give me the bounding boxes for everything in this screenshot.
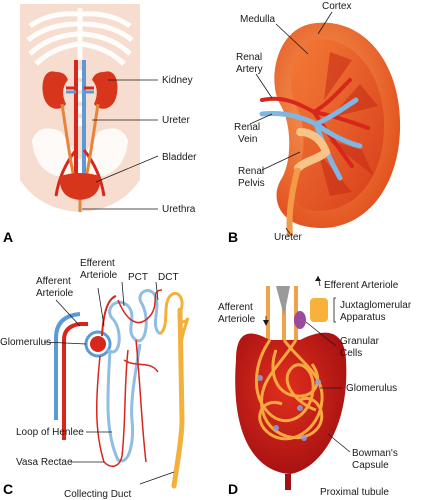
label-juxtaglomerular-2: Apparatus — [340, 312, 386, 323]
macula-densa-shape — [276, 286, 290, 316]
label-efferent-arteriole-d: Efferent Arteriole — [324, 280, 399, 291]
label-afferent-arteriole-d-2: Arteriole — [218, 314, 256, 325]
bladder-shape — [59, 173, 101, 200]
label-afferent-arteriole-d-1: Afferent — [218, 302, 253, 313]
panel-b: Cortex Medulla Renal Artery Renal Vein R… — [228, 1, 401, 245]
renal-artery-shape — [260, 78, 370, 168]
vasa-rectae-vessels — [95, 339, 147, 467]
label-juxtaglomerular-1: Juxtaglomerular — [340, 300, 412, 311]
label-bladder: Bladder — [162, 152, 197, 163]
bowmans-capsule-shape — [235, 332, 347, 474]
label-vasa-rectae: Vasa Rectae — [16, 457, 73, 468]
label-efferent-arteriole-1: Efferent — [80, 258, 115, 269]
label-glomerulus-d: Glomerulus — [346, 383, 397, 394]
glomerulus-shape — [90, 336, 106, 352]
label-glomerulus-c: Glomerulus — [0, 337, 51, 348]
label-proximal-tubule: Proximal tubule — [320, 487, 389, 498]
label-renal-artery-2: Artery — [236, 64, 263, 75]
granular-cells-shape — [294, 311, 306, 329]
label-ureter: Ureter — [162, 115, 190, 126]
left-kidney — [42, 71, 68, 109]
panel-c: Efferent Arteriole Afferent Arteriole PC… — [0, 258, 190, 500]
label-afferent-arteriole-c-1: Afferent — [36, 276, 71, 287]
ribcage — [26, 8, 134, 66]
afferent-vessel-shape — [62, 322, 88, 440]
label-kidney: Kidney — [162, 75, 193, 86]
loop-of-henlee-tubule — [106, 343, 142, 463]
label-loop-of-henlee: Loop of Henlee — [16, 427, 84, 438]
ureters — [60, 103, 100, 179]
label-pct: PCT — [128, 272, 148, 283]
label-ureter-b: Ureter — [274, 232, 302, 243]
renal-pelvis-shape — [294, 128, 331, 172]
label-renal-pelvis-2: Pelvis — [238, 178, 265, 189]
label-granular-cells-2: Cells — [340, 348, 362, 359]
label-cortex: Cortex — [322, 1, 351, 12]
panel-d: Efferent Arteriole Afferent Arteriole Ju… — [218, 275, 412, 498]
label-renal-vein-2: Vein — [238, 134, 257, 145]
glomerular-tuft — [254, 339, 324, 441]
kidney-medulla — [290, 39, 385, 211]
podocyte-cells — [257, 375, 321, 441]
torso-illustration — [20, 4, 140, 212]
right-kidney — [92, 71, 118, 109]
ureter-shape — [286, 167, 301, 237]
label-renal-vein-1: Renal — [234, 122, 260, 133]
collecting-duct-shape — [171, 307, 185, 489]
label-urethra: Urethra — [162, 204, 196, 215]
panel-letter-c: C — [3, 481, 13, 497]
label-afferent-arteriole-c-2: Arteriole — [36, 288, 74, 299]
label-dct: DCT — [158, 272, 179, 283]
panel-letter-b: B — [228, 229, 238, 245]
label-medulla: Medulla — [240, 14, 275, 25]
label-granular-cells-1: Granular — [340, 336, 380, 347]
panel-a: Kidney Ureter Bladder Urethra A — [3, 4, 197, 245]
panel-letter-a: A — [3, 229, 13, 245]
label-renal-pelvis-1: Renal — [238, 166, 264, 177]
iliac-vessels — [54, 149, 106, 197]
label-renal-artery-1: Renal — [236, 52, 262, 63]
label-efferent-arteriole-2: Arteriole — [80, 270, 118, 281]
pelvis — [32, 128, 128, 176]
label-collecting-duct: Collecting Duct — [64, 489, 131, 500]
juxtaglomerular-apparatus-shape — [310, 298, 328, 322]
label-bowmans-capsule-2: Capsule — [352, 460, 389, 471]
label-bowmans-capsule-1: Bowman's — [352, 448, 398, 459]
panel-letter-d: D — [228, 481, 238, 497]
venous-vessel-shape — [54, 312, 81, 420]
